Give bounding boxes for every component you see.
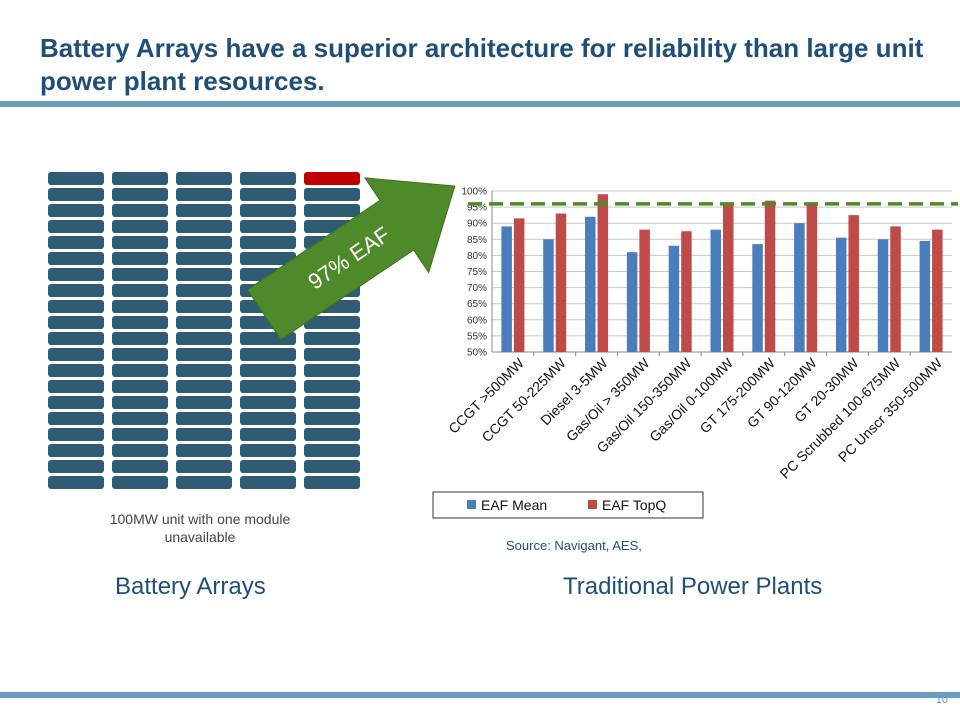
- page-number: 10: [935, 694, 948, 706]
- slide-title: Battery Arrays have a superior architect…: [40, 33, 924, 96]
- y-tick-label: 80%: [467, 251, 487, 262]
- legend-swatch: [467, 500, 476, 509]
- bar-eaf-topq: [806, 203, 818, 352]
- battery-section-label: Battery Arrays: [115, 573, 266, 600]
- footer-rule: [0, 692, 960, 698]
- legend-swatch: [588, 500, 597, 509]
- bar-eaf-mean: [501, 226, 512, 352]
- y-tick-label: 75%: [467, 267, 487, 278]
- battery-caption: 100MW unit with one module unavailable: [109, 511, 291, 545]
- y-tick-label: 85%: [467, 235, 487, 246]
- bar-eaf-mean: [835, 237, 847, 352]
- chart-source: Source: Navigant, AES,: [506, 538, 642, 553]
- y-tick-label: 60%: [467, 315, 487, 326]
- bar-eaf-mean: [668, 245, 680, 352]
- bar-eaf-topq: [513, 218, 525, 352]
- plants-section-label: Traditional Power Plants: [563, 573, 823, 600]
- bar-eaf-mean: [752, 244, 763, 352]
- bar-eaf-topq: [932, 229, 943, 352]
- bar-eaf-topq: [681, 231, 692, 352]
- y-tick-label: 100%: [461, 187, 487, 198]
- legend-box: [432, 491, 704, 519]
- bar-eaf-topq: [890, 226, 901, 352]
- bar-eaf-mean: [877, 239, 889, 352]
- eaf-arrow: 97% EAF: [246, 177, 456, 341]
- bar-eaf-mean: [543, 239, 554, 352]
- bar-eaf-mean: [710, 229, 721, 352]
- y-tick-label: 65%: [467, 299, 487, 310]
- legend-label: EAF Mean: [481, 497, 547, 513]
- x-tick-label: CCGT >500MW: [445, 354, 527, 436]
- y-tick-label: 95%: [467, 203, 487, 214]
- bar-eaf-mean: [919, 240, 931, 352]
- arrow-shape: [246, 177, 456, 341]
- bar-eaf-mean: [585, 216, 596, 352]
- bar-eaf-topq: [597, 194, 609, 352]
- bar-eaf-topq: [764, 200, 776, 352]
- bar-eaf-mean: [794, 223, 805, 352]
- bar-eaf-topq: [848, 215, 859, 352]
- bar-eaf-topq: [555, 213, 567, 352]
- y-tick-label: 50%: [467, 348, 487, 359]
- bar-eaf-topq: [723, 203, 734, 352]
- y-tick-label: 55%: [467, 331, 487, 342]
- x-tick-label: GT 175-200MW: [696, 354, 778, 436]
- y-tick-label: 70%: [467, 283, 487, 294]
- bar-eaf-topq: [639, 229, 650, 352]
- header-rule: [0, 101, 960, 107]
- legend-label: EAF TopQ: [602, 497, 666, 513]
- bar-eaf-mean: [626, 252, 638, 352]
- y-tick-label: 90%: [467, 219, 487, 230]
